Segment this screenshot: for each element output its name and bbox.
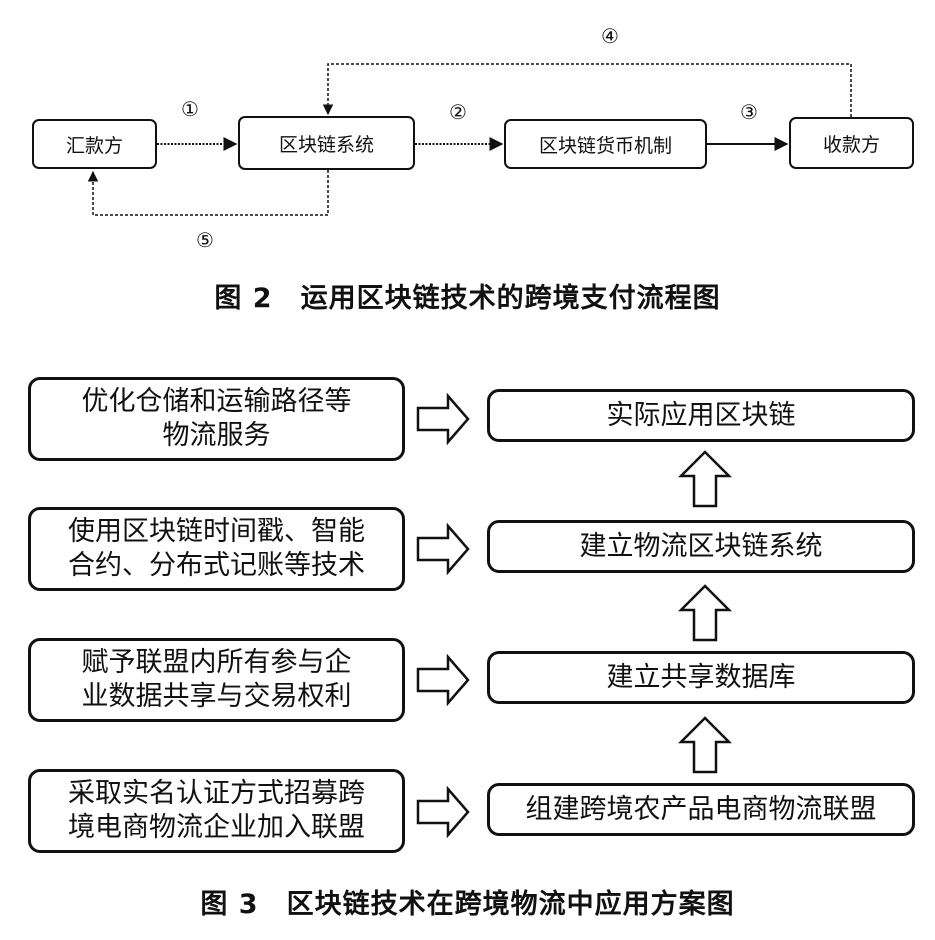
node-blockchain-system: 区块链系统 (238, 116, 415, 170)
right-box-4: 组建跨境农产品电商物流联盟 (487, 783, 915, 836)
hollow-arrow-right-3 (416, 653, 470, 707)
hollow-arrow-up-2 (677, 584, 733, 642)
step-label-1: ① (181, 97, 199, 121)
left-box-3: 赋予联盟内所有参与企 业数据共享与交易权利 (28, 638, 405, 722)
left-box-2: 使用区块链时间戳、智能 合约、分布式记账等技术 (28, 507, 405, 591)
left-box-4: 采取实名认证方式招募跨 境电商物流企业加入联盟 (28, 769, 405, 853)
left-box-1-line1: 优化仓储和运输路径等 (81, 386, 352, 417)
left-box-4-line2: 境电商物流企业加入联盟 (68, 812, 365, 843)
step-label-2: ② (449, 100, 467, 124)
hollow-arrow-right-1 (416, 392, 470, 446)
right-box-1: 实际应用区块链 (487, 389, 915, 442)
left-box-1-line2: 物流服务 (162, 420, 271, 451)
left-box-4-line1: 采取实名认证方式招募跨 (68, 778, 365, 809)
right-box-3: 建立共享数据库 (487, 651, 915, 704)
left-box-2-line1: 使用区块链时间戳、智能 (68, 516, 365, 547)
hollow-arrow-up-3 (677, 716, 733, 774)
node-remitter: 汇款方 (32, 119, 157, 169)
node-payee: 收款方 (789, 117, 914, 169)
step-label-4: ④ (601, 24, 619, 48)
hollow-arrow-up-1 (677, 450, 733, 508)
step-label-5: ⑤ (196, 228, 214, 252)
hollow-arrow-right-4 (416, 785, 470, 839)
right-box-2: 建立物流区块链系统 (487, 520, 915, 573)
left-box-3-line1: 赋予联盟内所有参与企 (81, 647, 352, 678)
hollow-arrow-right-2 (416, 522, 470, 576)
figure3-caption: 图 3 区块链技术在跨境物流中应用方案图 (200, 889, 735, 920)
step-label-3: ③ (740, 100, 758, 124)
arrow-step-4 (322, 63, 852, 117)
left-box-3-line2: 业数据共享与交易权利 (81, 681, 352, 712)
left-box-2-line2: 合约、分布式记账等技术 (68, 550, 365, 581)
left-box-1: 优化仓储和运输路径等 物流服务 (28, 377, 405, 461)
figure2-caption: 图 2 运用区块链技术的跨境支付流程图 (214, 283, 721, 314)
arrow-step-5 (87, 170, 329, 216)
node-blockchain-currency: 区块链货币机制 (504, 119, 707, 169)
